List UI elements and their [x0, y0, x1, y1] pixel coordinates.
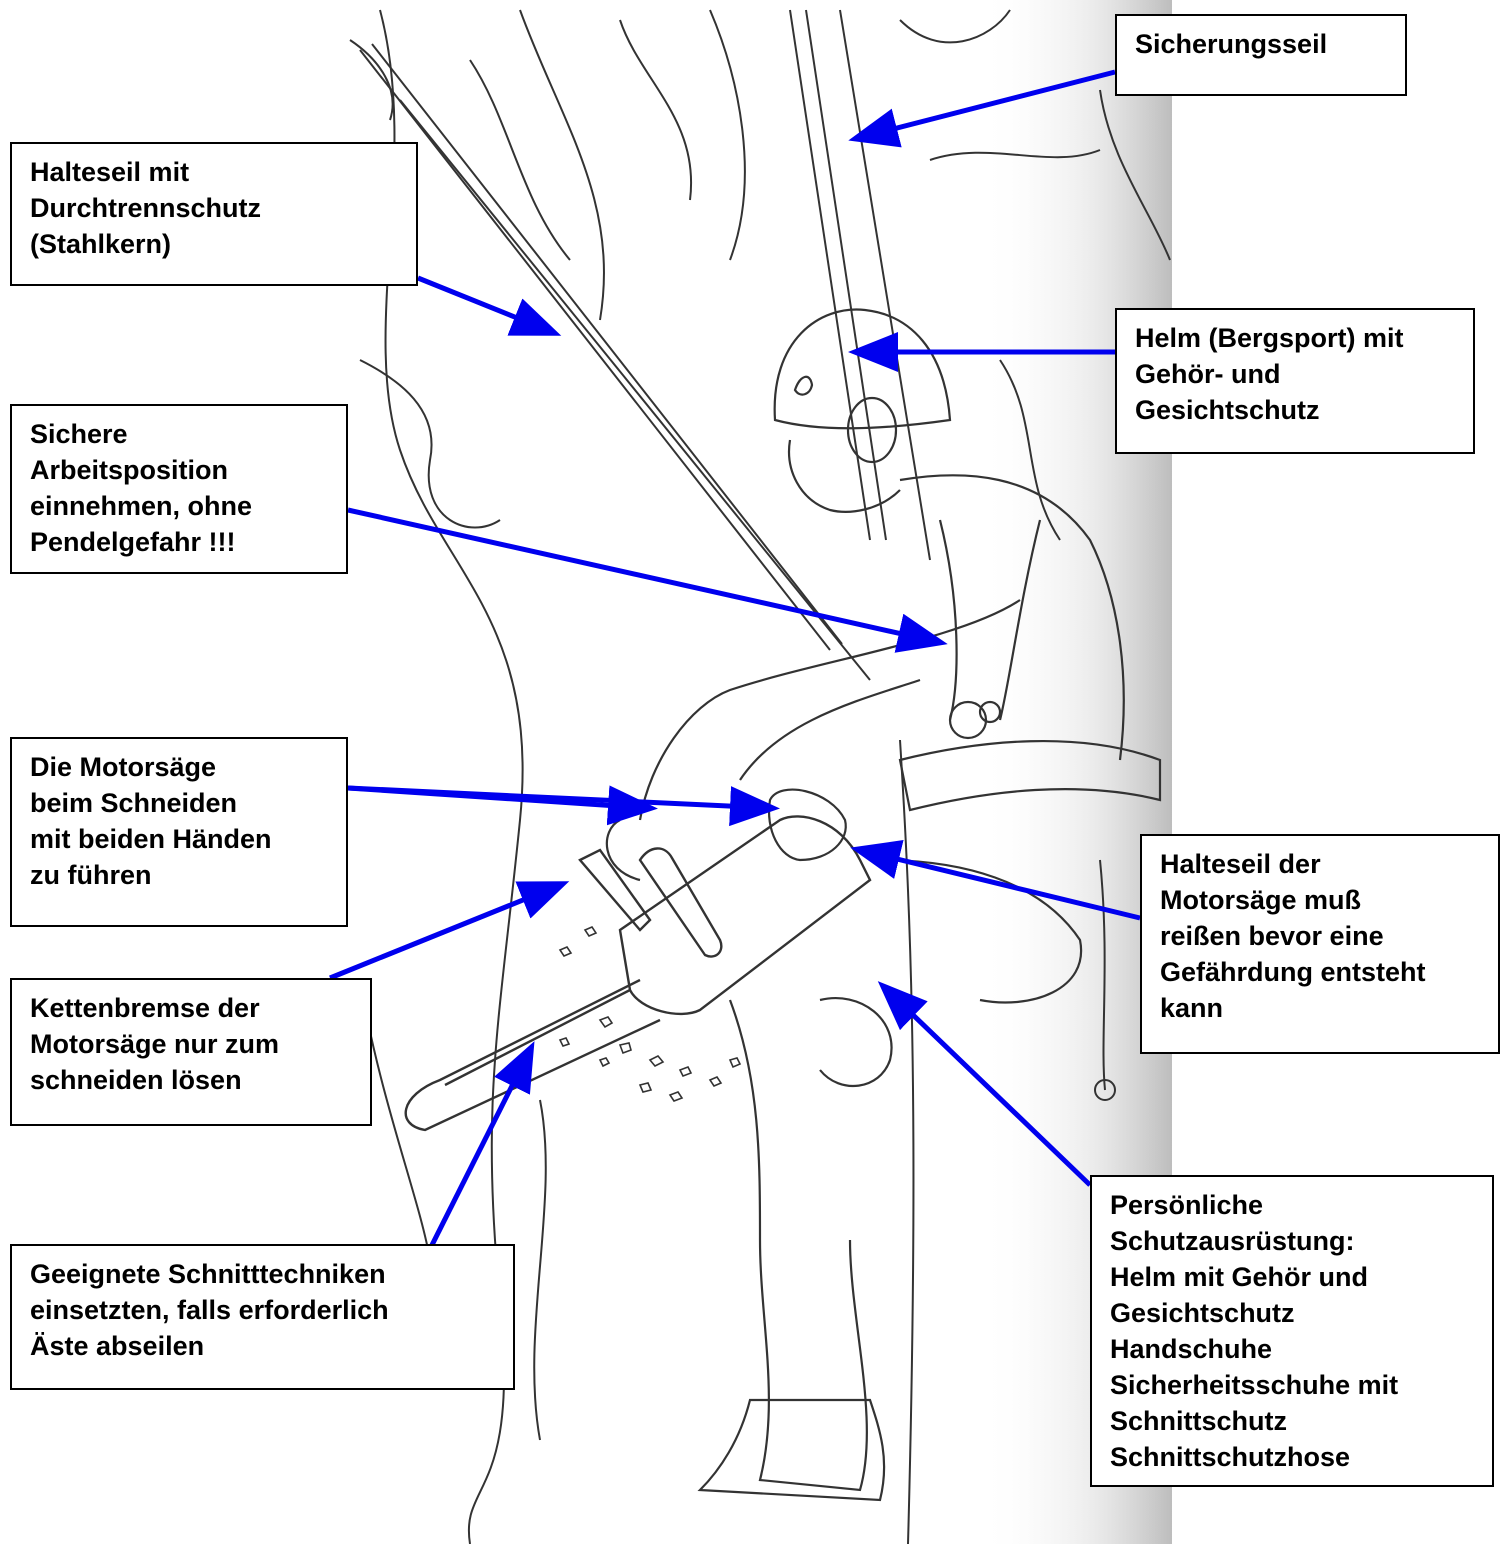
label-kettenbremse: Kettenbremse der Motorsäge nur zum schne… — [10, 978, 372, 1126]
chainsaw-bar — [406, 980, 660, 1130]
label-line: Handschuhe — [1110, 1331, 1474, 1367]
label-line: Sicherheitsschuhe mit — [1110, 1367, 1474, 1403]
helmet — [775, 310, 950, 429]
label-line: Motorsäge muß — [1160, 882, 1480, 918]
chainsaw — [406, 816, 870, 1130]
wood-chips — [560, 927, 740, 1101]
arm — [640, 600, 1020, 820]
label-line: Halteseil der — [1160, 846, 1480, 882]
label-line: Sicherungsseil — [1135, 26, 1387, 62]
label-line: Pendelgefahr !!! — [30, 524, 328, 560]
arrow-halteseil — [418, 278, 552, 332]
label-line: Halteseil mit — [30, 154, 398, 190]
label-halteseil: Halteseil mit Durchtrennschutz (Stahlker… — [10, 142, 418, 286]
label-line: Geeignete Schnitttechniken — [30, 1256, 495, 1292]
label-line: Helm (Bergsport) mit — [1135, 320, 1455, 356]
label-line: Gefährdung entsteht — [1160, 954, 1480, 990]
label-line: Gesichtschutz — [1135, 392, 1455, 428]
label-line: Äste abseilen — [30, 1328, 495, 1364]
lanyard-rope — [360, 50, 830, 650]
arrow-kettenbremse — [330, 885, 560, 978]
label-line: Durchtrennschutz — [30, 190, 398, 226]
label-line: mit beiden Händen — [30, 821, 328, 857]
label-line: Gesichtschutz — [1110, 1295, 1474, 1331]
label-line: Die Motorsäge — [30, 749, 328, 785]
label-line: Helm mit Gehör und — [1110, 1259, 1474, 1295]
label-arbeitsposition: Sichere Arbeitsposition einnehmen, ohne … — [10, 404, 348, 574]
label-line: Kettenbremse der — [30, 990, 352, 1026]
label-helm: Helm (Bergsport) mit Gehör- und Gesichts… — [1115, 308, 1475, 454]
label-halteseil-motorsaege: Halteseil der Motorsäge muß reißen bevor… — [1140, 834, 1500, 1054]
label-line: Gehör- und — [1135, 356, 1455, 392]
label-line: einnehmen, ohne — [30, 488, 328, 524]
label-schnitttechniken: Geeignete Schnitttechniken einsetzten, f… — [10, 1244, 515, 1390]
label-line: (Stahlkern) — [30, 226, 398, 262]
label-line: Arbeitsposition — [30, 452, 328, 488]
label-line: Motorsäge nur zum — [30, 1026, 352, 1062]
label-line: Sichere — [30, 416, 328, 452]
label-line: Schnittschutz — [1110, 1403, 1474, 1439]
arrow-schnitttechniken — [432, 1050, 530, 1245]
label-line: zu führen — [30, 857, 328, 893]
arrow-arbeitsposition — [348, 510, 938, 642]
label-line: Schutzausrüstung: — [1110, 1223, 1474, 1259]
glove — [769, 790, 846, 860]
label-line: Schnittschutzhose — [1110, 1439, 1474, 1475]
label-line: kann — [1160, 990, 1480, 1026]
arrow-motorsaege-2 — [348, 788, 770, 808]
label-sicherungsseil: Sicherungsseil — [1115, 14, 1407, 96]
label-line: schneiden lösen — [30, 1062, 352, 1098]
label-line: beim Schneiden — [30, 785, 328, 821]
boot — [700, 1400, 884, 1500]
safety-rope — [790, 10, 870, 540]
label-schutzausruestung: Persönliche Schutzausrüstung: Helm mit G… — [1090, 1175, 1494, 1487]
label-motorsaege: Die Motorsäge beim Schneiden mit beiden … — [10, 737, 348, 927]
label-line: einsetzten, falls erforderlich — [30, 1292, 495, 1328]
chainsaw-body — [620, 816, 870, 1014]
label-line: Persönliche — [1110, 1187, 1474, 1223]
label-line: reißen bevor eine — [1160, 918, 1480, 954]
